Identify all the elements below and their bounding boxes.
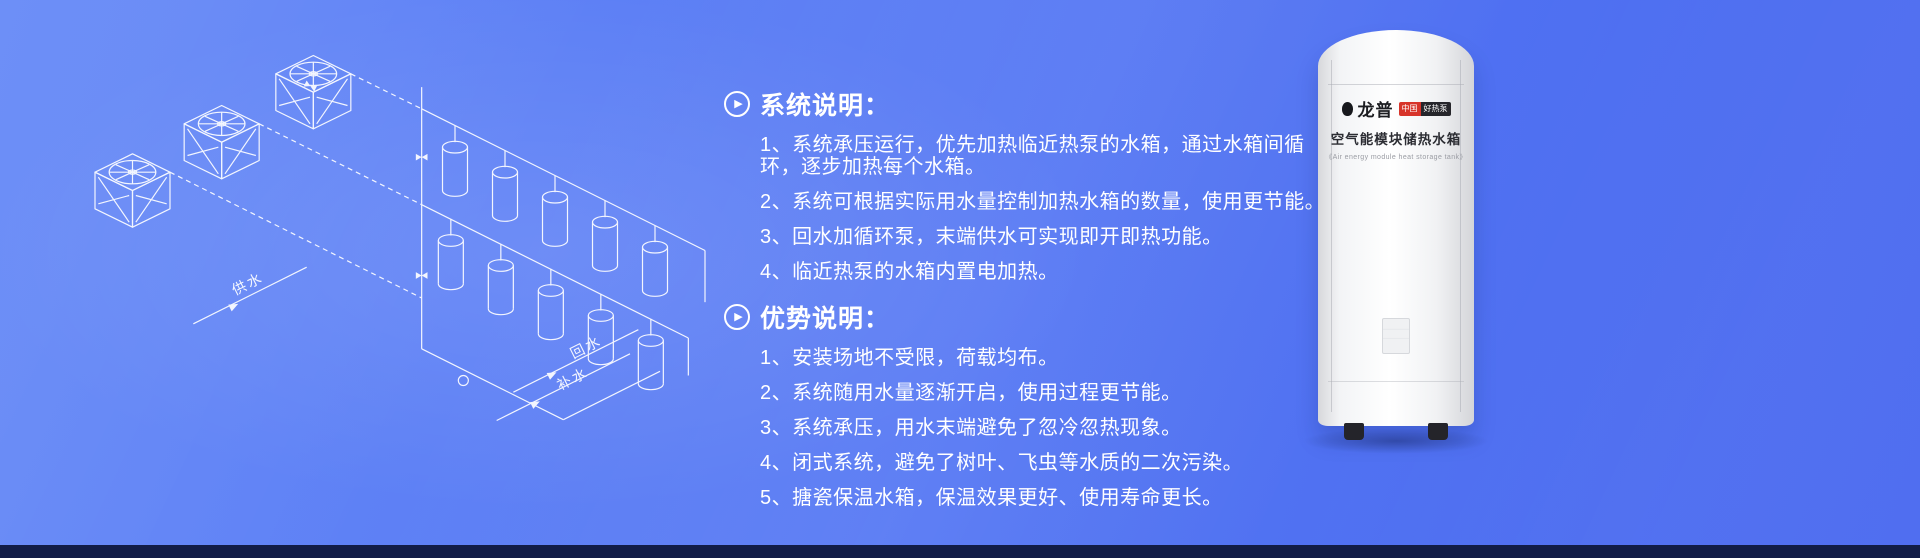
tank-foot [1428,423,1448,440]
storage-tanks-row2 [437,218,664,391]
system-section-title: 系统说明： [760,92,891,120]
energy-label-sticker [1382,318,1410,354]
system-section-header: ▶ 系统说明： [724,86,1334,122]
brand-logo-icon [1341,101,1353,116]
tank-body: 龙普 中国 好热泵 空气能模块储热水箱 《Air energy module h… [1318,30,1474,426]
system-item-2: 2、系统可根据实际用水量控制加热水箱的数量，使用更节能。 [760,191,1326,213]
award-badge-right: 好热泵 [1420,101,1451,116]
tank-foot [1344,423,1364,440]
diagram-label-supply: 供水 [230,270,267,299]
tank-shadow [1302,428,1490,454]
award-badge: 中国 好热泵 [1398,101,1451,116]
tank-seam [1328,84,1464,85]
section-system: ▶ 系统说明： 1、系统承压运行，优先加热临近热泵的水箱，通过水箱间循环，逐步加… [724,86,1334,283]
play-circle-icon: ▶ [724,91,750,117]
diagram-label-return: 回水 [568,333,605,362]
product-title: 空气能模块储热水箱 [1330,132,1462,147]
heat-pump-units [94,55,352,228]
advantage-item-4: 4、闭式系统，避免了树叶、飞虫等水质的二次污染。 [760,452,1244,474]
tank-seam [1331,60,1332,412]
brand-name: 龙普 [1357,101,1394,120]
brand-row: 龙普 中国 好热泵 [1318,96,1474,121]
system-item-4: 4、临近热泵的水箱内置电加热。 [760,261,1059,283]
system-item-list: 1、系统承压运行，优先加热临近热泵的水箱，通过水箱间循环，逐步加热每个水箱。 2… [724,134,1334,283]
section-advantages: ▶ 优势说明： 1、安装场地不受限，荷载均布。 2、系统随用水量逐渐开启，使用过… [724,299,1334,509]
advantages-section-header: ▶ 优势说明： [724,299,1334,335]
advantage-item-3: 3、系统承压，用水末端避免了忽冷忽热现象。 [760,417,1182,439]
product-subtitle: 《Air energy module heat storage tank》 [1325,154,1467,161]
award-badge-left: 中国 [1398,101,1421,116]
piping-lines [170,74,705,421]
tank-label-area: 龙普 中国 好热泵 空气能模块储热水箱 《Air energy module h… [1318,96,1474,162]
advantages-section-title: 优势说明： [760,305,891,333]
tank-seam [1328,381,1464,382]
system-item-1: 1、系统承压运行，优先加热临近热泵的水箱，通过水箱间循环，逐步加热每个水箱。 [760,134,1305,178]
system-diagram: 供水 回水 补水 [94,55,730,489]
advantages-item-list: 1、安装场地不受限，荷载均布。 2、系统随用水量逐渐开启，使用过程更节能。 3、… [724,347,1334,509]
system-item-3: 3、回水加循环泵，末端供水可实现即开即热功能。 [760,226,1223,248]
play-circle-icon: ▶ [724,304,750,330]
advantage-item-1: 1、安装场地不受限，荷载均布。 [760,347,1059,369]
advantage-item-2: 2、系统随用水量逐渐开启，使用过程更节能。 [760,382,1182,404]
description-content: ▶ 系统说明： 1、系统承压运行，优先加热临近热泵的水箱，通过水箱间循环，逐步加… [724,86,1334,525]
tank-seam [1460,60,1461,412]
advantage-item-5: 5、搪瓷保温水箱，保温效果更好、使用寿命更长。 [760,487,1223,509]
bottom-bar [0,545,1920,558]
product-photo: 龙普 中国 好热泵 空气能模块储热水箱 《Air energy module h… [1302,30,1490,458]
